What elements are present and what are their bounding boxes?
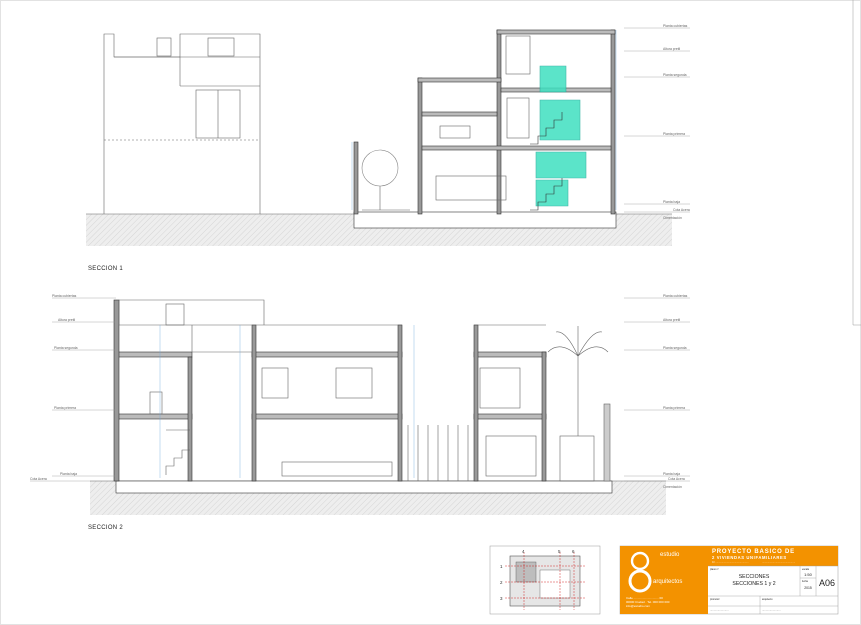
level-label-second: Planta segunda: [663, 73, 687, 77]
project-subtitle: 2 VIVIENDAS UNIFAMILIARES: [712, 555, 787, 560]
contact-line: Calle .............................. 00: [626, 596, 663, 600]
key-plan-marker: 6: [572, 549, 575, 554]
plano-label: plano nº: [710, 567, 719, 571]
s2-level-second-left: Planta segunda: [54, 346, 78, 350]
project-address: ........................................…: [762, 561, 795, 564]
date-value: 2015: [804, 586, 812, 590]
s2-level-sidewalk-left: Cota Acera: [30, 477, 47, 481]
drawing-subtitle: SECCIONES 1 y 2: [732, 581, 775, 587]
level-label-first: Planta primera: [663, 132, 685, 136]
level-label-foundation: Cimentación: [663, 216, 682, 220]
promotor-label: promotor: [710, 598, 720, 601]
key-plan: 4 5 6 1 2 3: [489, 545, 601, 615]
signature-line: ........................: [762, 608, 781, 612]
section-2-level-markers: Planta cubiertas Altura pretil Planta se…: [30, 294, 690, 489]
s2-level-ground-left: Planta baja: [60, 472, 77, 476]
level-label-roof: Planta cubiertas: [663, 24, 688, 28]
s2-level-parapet-right: Altura pretil: [663, 318, 680, 322]
section-1-title: SECCION 1: [88, 266, 123, 272]
key-plan-marker: 2: [500, 580, 503, 585]
s2-level-sidewalk-right: Cota Acera: [668, 477, 685, 481]
scale-value: 1:50: [804, 572, 813, 577]
contact-line: info@estudio.com: [626, 604, 651, 608]
sheet-number: A06: [819, 578, 835, 588]
s2-level-second-right: Planta segunda: [663, 346, 687, 350]
s2-level-roof-right: Planta cubiertas: [663, 294, 688, 298]
title-block: estudio arquitectos Calle ..............…: [619, 545, 839, 615]
level-label-sidewalk: Cota Acera: [673, 208, 690, 212]
contact-line: 00000 Ciudad · Tel. 000 000 000: [626, 600, 670, 604]
section-2-title: SECCION 2: [88, 525, 123, 531]
signature-line: ........................: [710, 608, 729, 612]
key-plan-marker: 5: [558, 549, 561, 554]
level-label-ground: Planta baja: [663, 200, 680, 204]
section-1-level-markers: Planta cubiertas Altura pretil Planta se…: [624, 24, 690, 220]
brand-top: estudio: [660, 552, 680, 558]
s2-level-first-right: Planta primera: [663, 406, 685, 410]
level-label-parapet: Altura pretil: [663, 47, 680, 51]
s2-level-ground-right: Planta baja: [663, 472, 680, 476]
drawing-title: SECCIONES: [739, 574, 770, 580]
section-2: [90, 299, 666, 515]
s2-level-parapet-left: Altura pretil: [58, 318, 75, 322]
logo-panel: [620, 546, 708, 614]
arquitecto-label: arquitecto: [762, 598, 773, 601]
logo-icon: [630, 551, 650, 571]
s2-level-foundation-right: Cimentación: [663, 485, 682, 489]
project-title: PROYECTO BASICO DE: [712, 549, 795, 555]
key-plan-marker: 3: [500, 596, 503, 601]
date-label: fecha: [802, 580, 809, 583]
scale-label: escala: [802, 568, 810, 571]
key-plan-marker: 1: [500, 564, 503, 569]
project-header: [708, 546, 838, 566]
section-1: [86, 29, 672, 246]
project-address: C/ .....................................…: [712, 560, 749, 564]
brand-mid: arquitectos: [653, 579, 682, 585]
key-plan-marker: 4: [522, 549, 525, 554]
logo-icon: [628, 569, 652, 593]
s2-level-roof-left: Planta cubiertas: [52, 294, 77, 298]
s2-level-first-left: Planta primera: [54, 406, 76, 410]
